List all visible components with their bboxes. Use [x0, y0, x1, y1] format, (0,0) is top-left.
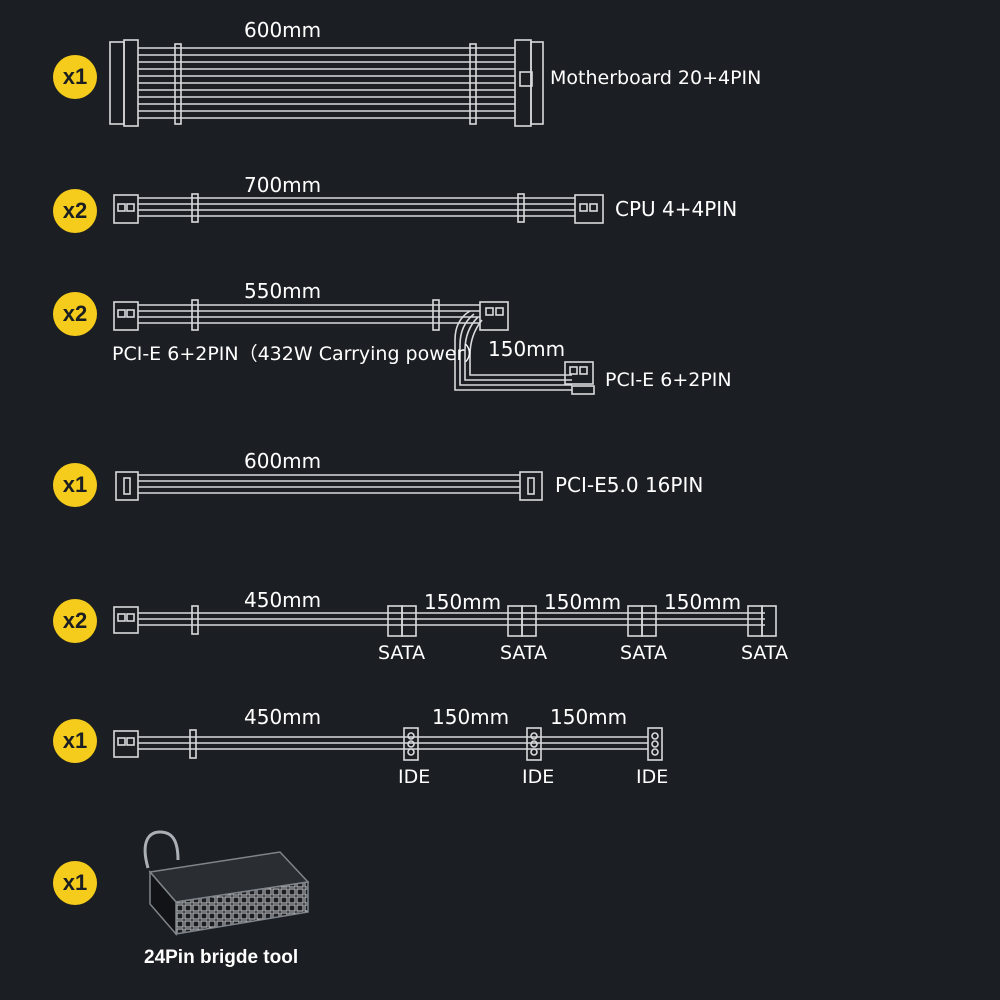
cpu-cable: [113, 193, 604, 224]
connector-label: SATA: [378, 642, 426, 664]
connector-label: IDE: [522, 766, 555, 788]
cable-label: CPU 4+4PIN: [615, 197, 738, 221]
cable-length: 600mm: [244, 18, 322, 42]
ide-cable: [113, 727, 663, 761]
cable-length: 150mm: [550, 705, 628, 729]
cable-label: PCI-E5.0 16PIN: [555, 473, 704, 497]
cable-length: 150mm: [488, 337, 566, 361]
quantity-badge: x1: [53, 719, 97, 763]
cable-label: PCI-E 6+2PIN: [605, 369, 732, 391]
pcie5-cable: [115, 471, 543, 501]
cable-length: 450mm: [244, 588, 322, 612]
cable-label: Motherboard 20+4PIN: [550, 67, 762, 89]
connector-label: IDE: [398, 766, 431, 788]
cable-length: 150mm: [544, 590, 622, 614]
sata-cable: [113, 605, 777, 637]
cable-length: 150mm: [432, 705, 510, 729]
cable-label: PCI-E 6+2PIN（432W Carrying power）: [112, 343, 484, 365]
quantity-badge: x2: [53, 599, 97, 643]
cable-length: 600mm: [244, 449, 322, 473]
cable-length: 450mm: [244, 705, 322, 729]
bridge-tool-label: 24Pin brigde tool: [144, 947, 299, 968]
quantity-badge: x2: [53, 189, 97, 233]
connector-label: SATA: [620, 642, 668, 664]
connector-label: SATA: [741, 642, 789, 664]
connector-label: SATA: [500, 642, 548, 664]
quantity-badge: x1: [53, 463, 97, 507]
pcie-split-cable: [113, 299, 595, 395]
cable-length: 700mm: [244, 173, 322, 197]
quantity-badge: x2: [53, 292, 97, 336]
connector-label: IDE: [636, 766, 669, 788]
cable-length: 150mm: [664, 590, 742, 614]
quantity-badge: x1: [53, 55, 97, 99]
24pin-bridge-tool-icon: [143, 830, 310, 937]
cable-length: 550mm: [244, 279, 322, 303]
quantity-badge: x1: [53, 861, 97, 905]
cable-length: 150mm: [424, 590, 502, 614]
motherboard-cable: [109, 39, 544, 127]
